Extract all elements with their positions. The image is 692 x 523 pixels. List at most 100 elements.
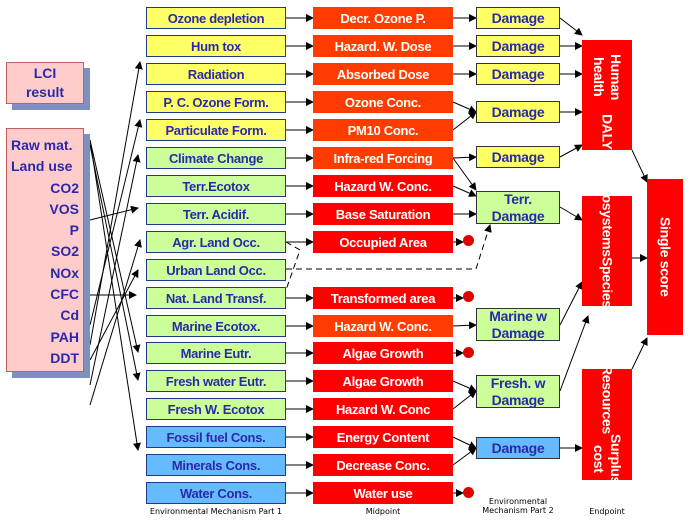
lci-result-box: LCI result: [6, 62, 84, 104]
dot-water: [463, 487, 474, 498]
midpoint-box: Occupied Area: [313, 231, 453, 253]
category-box: Nat. Land Transf.: [146, 287, 286, 309]
midpoint-box: PM10 Conc.: [313, 119, 453, 141]
label-mechanism-2-line1: Environmental: [488, 497, 548, 506]
single-score: Single score: [647, 179, 683, 335]
category-box: Fresh water Eutr.: [146, 370, 286, 392]
midpoint-box: Hazard W. Conc.: [313, 175, 453, 197]
midpoint-box: Absorbed Dose: [313, 63, 453, 85]
arrow: [631, 149, 648, 183]
arrow: [452, 153, 477, 162]
lci-item: DDT: [50, 349, 79, 366]
category-box: Climate Change: [146, 147, 286, 169]
category-box: Agr. Land Occ.: [146, 231, 286, 253]
midpoint-box: Hazard W. Conc.: [313, 315, 453, 337]
marine-damage-line1: Marine w: [489, 307, 547, 324]
arrow: [452, 101, 477, 113]
arrow: [452, 185, 477, 197]
category-box: P. C. Ozone Form.: [146, 91, 286, 113]
arrow: [452, 111, 477, 131]
lci-item: CFC: [50, 286, 79, 303]
category-box: Water Cons.: [146, 482, 286, 504]
damage-climate: Damage: [476, 146, 560, 168]
lci-title: LCI: [33, 65, 57, 81]
arrow: [89, 269, 139, 361]
terr-damage-line1: Terr.: [504, 190, 532, 207]
midpoint-box: Hazard W. Conc: [313, 398, 453, 420]
midpoint-box: Infra-red Forcing: [313, 147, 453, 169]
surplus-cost-label: Surplus cost: [591, 433, 624, 484]
damage-resources: Damage: [476, 437, 560, 459]
resources-label: Resources: [599, 365, 616, 434]
label-endpoint: Endpoint: [589, 507, 625, 516]
lci-item: NOx: [50, 264, 79, 281]
marine-damage-line2: Damage: [491, 324, 545, 341]
label-mechanism-1: Environmental Mechanism Part 1: [149, 507, 283, 516]
lci-item: CO2: [50, 179, 79, 196]
damage-humtox: Damage: [476, 35, 560, 57]
label-mechanism-2-line2: Mechanism Part 2: [482, 506, 554, 515]
category-box: Ozone depletion: [146, 7, 286, 29]
category-box: Marine Ecotox.: [146, 315, 286, 337]
species-yr-label: Species.yr: [599, 256, 616, 324]
arrow: [89, 144, 141, 381]
midpoint-box: Energy Content: [313, 426, 453, 448]
fresh-damage-line2: Damage: [491, 391, 545, 408]
arrow: [452, 321, 477, 330]
midpoint-box: Transformed area: [313, 287, 453, 309]
arrow: [559, 281, 583, 326]
dot-algae: [463, 347, 474, 358]
dot-transformed: [463, 291, 474, 302]
lci-item: P: [69, 222, 79, 239]
category-box: Marine Eutr.: [146, 342, 286, 364]
arrow: [559, 144, 583, 158]
label-midpoint: Midpoint: [365, 507, 401, 516]
terr-damage-line2: Damage: [491, 207, 545, 224]
lci-item: Land use: [11, 158, 73, 175]
terr-damage: Terr.Damage: [476, 191, 560, 224]
arrow: [452, 380, 477, 392]
arrow: [89, 119, 143, 326]
midpoint-box: Ozone Conc.: [313, 91, 453, 113]
midpoint-box: Water use: [313, 482, 453, 504]
arrow: [89, 61, 143, 346]
arrow: [452, 390, 477, 410]
category-box: Terr.Ecotox: [146, 175, 286, 197]
arrow: [89, 205, 139, 221]
arrow: [631, 337, 648, 370]
damage-ozone: Damage: [476, 7, 560, 29]
ecosystems-label: Ecosystems: [599, 178, 616, 257]
lci-subtitle: result: [25, 84, 65, 100]
category-box: Minerals Cons.: [146, 454, 286, 476]
lci-item: Raw mat.: [11, 137, 73, 153]
midpoint-box: Decrease Conc.: [313, 454, 453, 476]
category-box: Fresh W. Ecotox: [146, 398, 286, 420]
arrow: [89, 154, 141, 386]
human-health-label: Human health: [591, 54, 624, 101]
damage-particulate: Damage: [476, 101, 560, 123]
lci-item: Cd: [60, 307, 79, 324]
category-box: Hum tox: [146, 35, 286, 57]
damage-radiation: Damage: [476, 63, 560, 85]
arrow: [452, 436, 477, 449]
arrow: [559, 315, 590, 392]
midpoint-box: Algae Growth: [313, 342, 453, 364]
arrow: [452, 447, 477, 466]
lci-item: PAH: [50, 328, 79, 345]
fresh-damage-line1: Fresh. w: [490, 374, 546, 391]
category-box: Fossil fuel Cons.: [146, 426, 286, 448]
arrow: [89, 139, 141, 353]
midpoint-box: Algae Growth: [313, 370, 453, 392]
midpoint-box: Hazard. W. Dose: [313, 35, 453, 57]
arrow: [559, 206, 583, 221]
daly-label: DALY: [599, 114, 616, 150]
arrow: [559, 17, 583, 36]
